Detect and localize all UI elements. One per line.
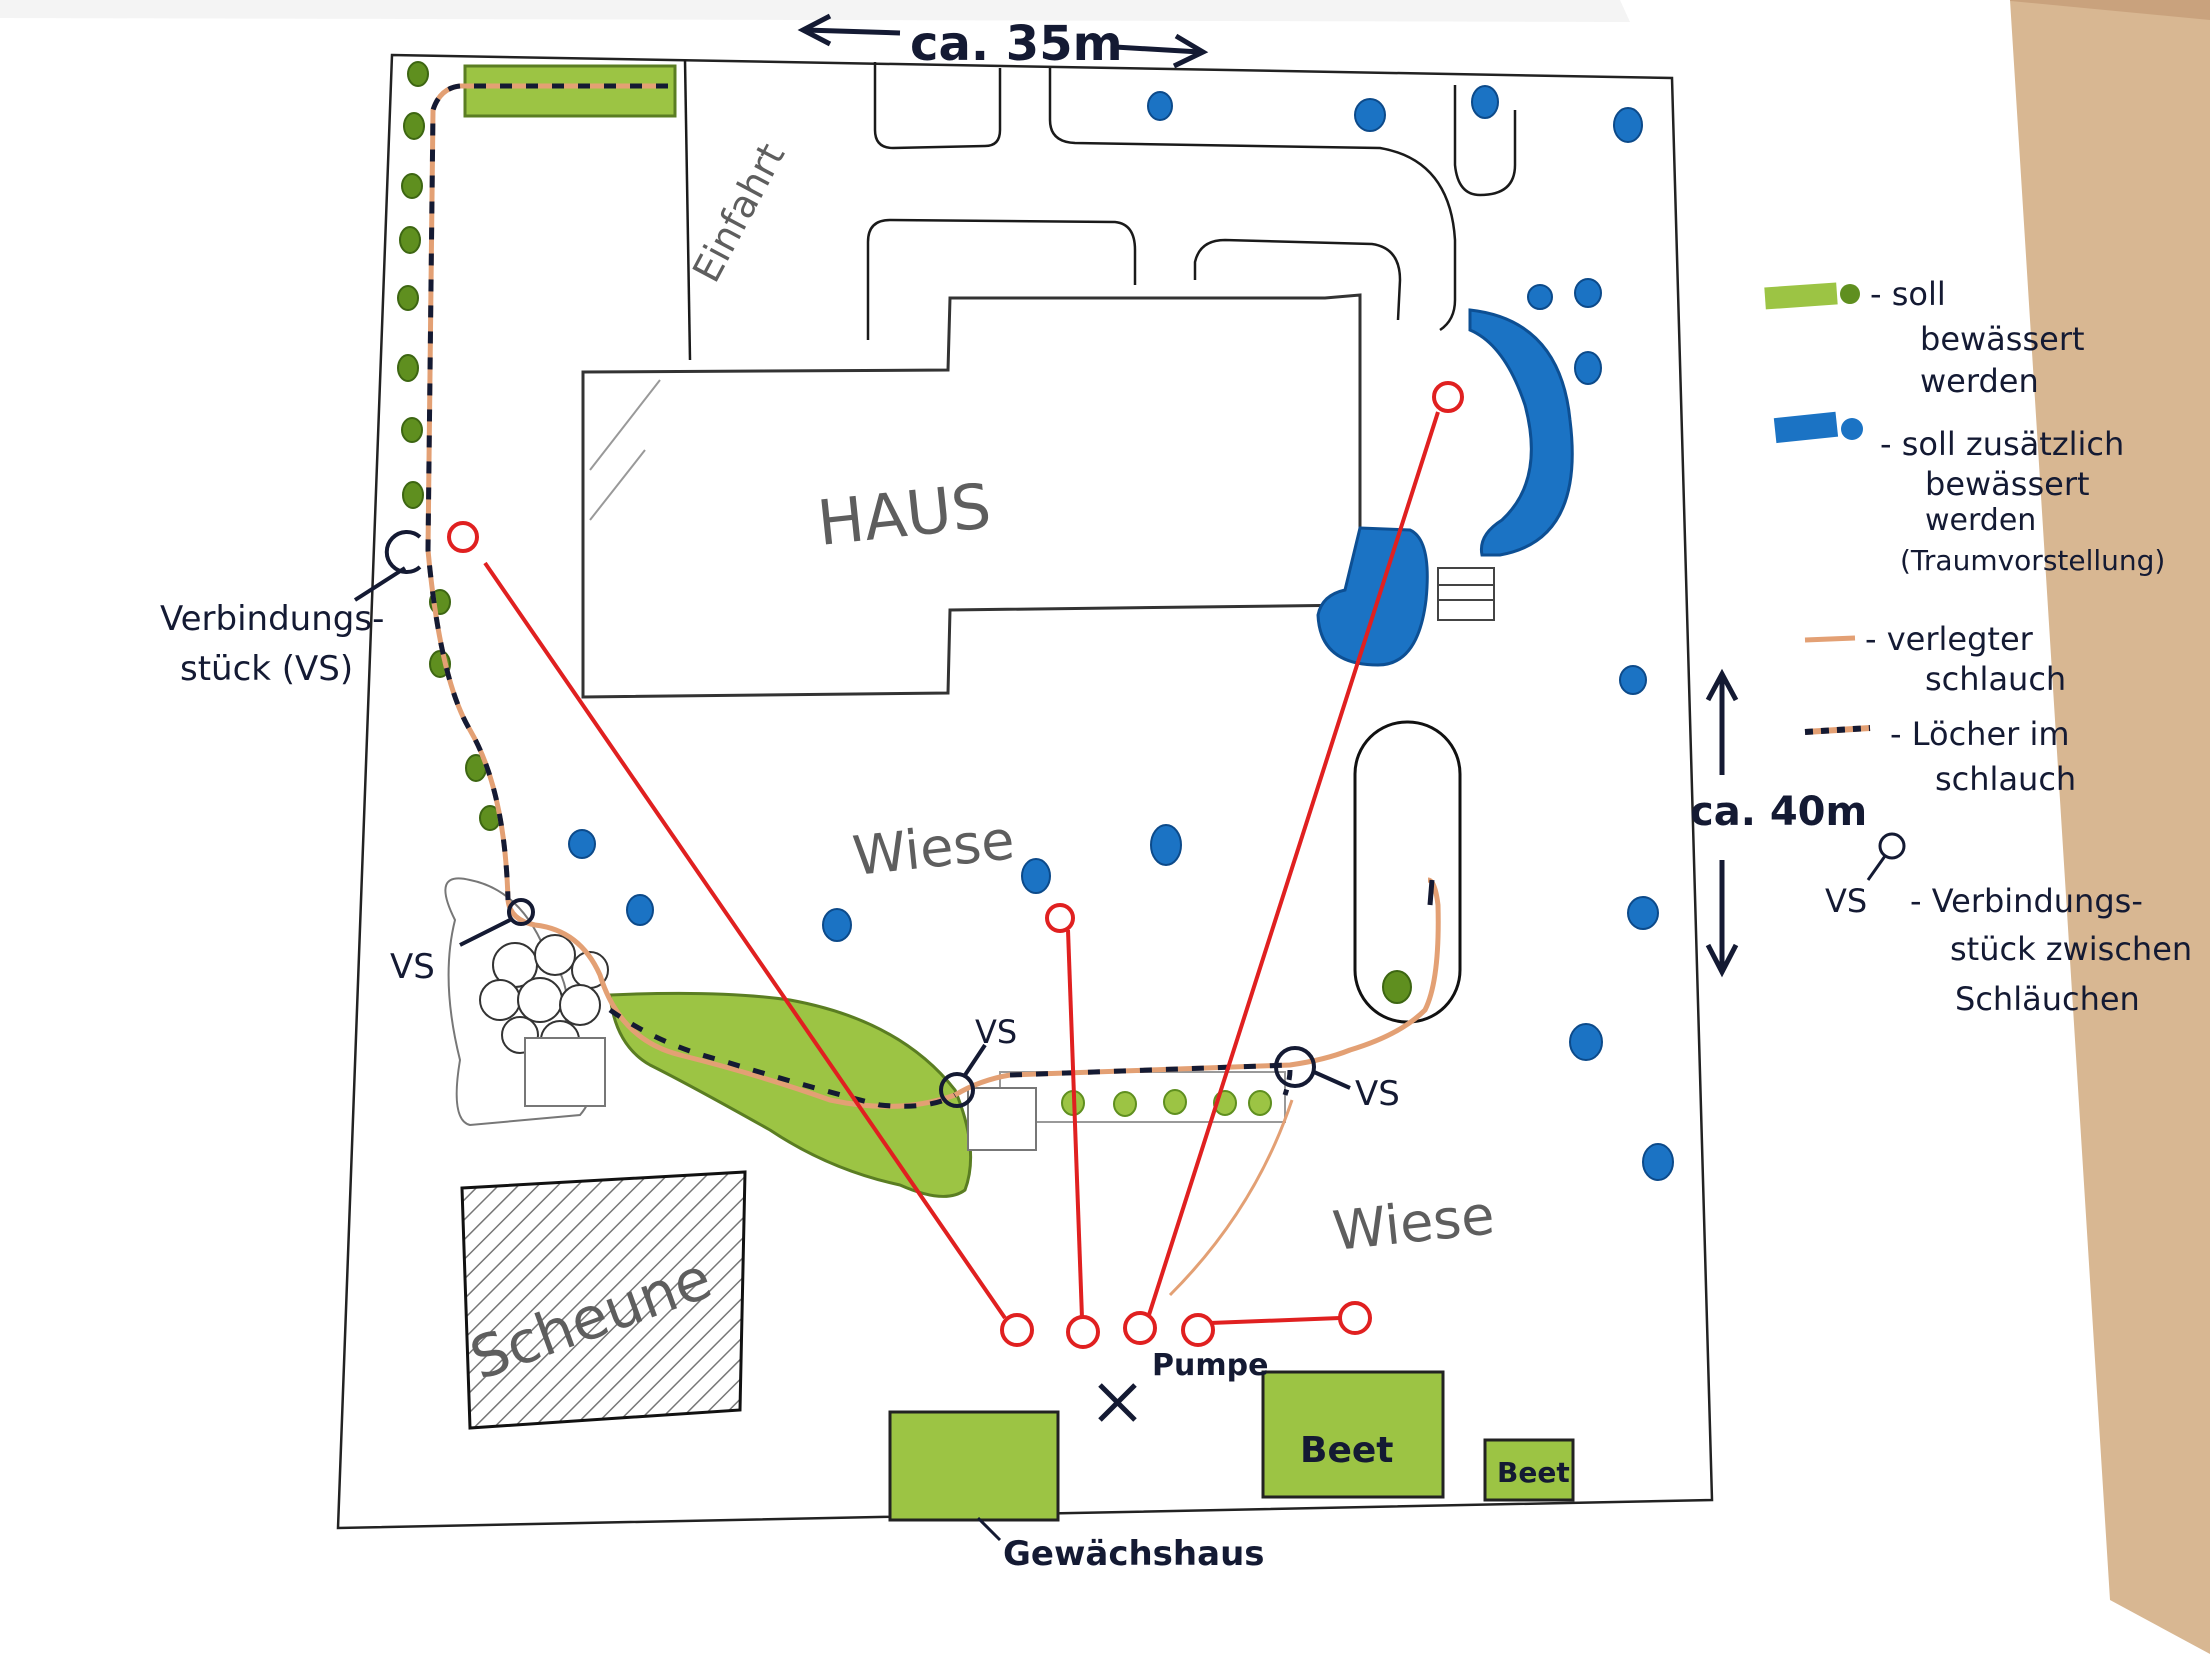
legend-holes-line2: schlauch — [1935, 760, 2076, 798]
hose-to-pump — [1168, 1099, 1294, 1297]
greenhouse-label: Gewächshaus — [1003, 1534, 1265, 1574]
hose-holes-path — [1009, 1062, 1291, 1078]
property-boundary — [336, 53, 1714, 1530]
legend-vs-line2: stück zwischen — [1950, 930, 2192, 968]
vs-connector-patio — [507, 898, 535, 926]
legend-holes-swatch — [1804, 725, 1871, 735]
blue-area-east — [1468, 308, 1574, 557]
red-marker-west — [447, 521, 479, 553]
legend-hose-line1: - verlegter — [1865, 620, 2034, 658]
legend-green-dot — [1840, 284, 1860, 304]
green-bed-curved — [608, 991, 973, 1198]
barn: Scheune — [460, 1170, 747, 1430]
width-label: ca. 35m — [910, 16, 1123, 72]
blue-area-terrace — [1316, 526, 1429, 667]
legend-blue-swatch — [1773, 411, 1839, 444]
legend-vs-line3: Schläuchen — [1955, 980, 2140, 1018]
vs-label-west-line2: stück (VS) — [180, 649, 353, 689]
vs-label-west-line1: Verbindungs- — [160, 599, 384, 639]
vs-label-bed: VS — [975, 1013, 1017, 1051]
red-marker-lawn — [1045, 903, 1075, 933]
paper-top-fold — [0, 0, 1630, 22]
driveway-outlines — [683, 59, 1517, 361]
vs-connector-west — [384, 530, 422, 574]
legend-holes-line1: - Löcher im — [1890, 715, 2070, 753]
hose-laid — [425, 83, 1441, 1109]
legend-vs-symbol-label: VS — [1825, 882, 1867, 920]
legend-blue-line3: werden — [1925, 503, 2036, 538]
greenhouse — [888, 1410, 1060, 1522]
vs-label-patio: VS — [390, 947, 435, 987]
legend-hose-swatch — [1804, 635, 1856, 643]
steps-left — [524, 1037, 606, 1107]
steps-house — [1437, 567, 1495, 621]
house: HAUS — [581, 293, 1362, 699]
left-green-dots — [397, 61, 501, 831]
red-marker-east — [1432, 381, 1464, 413]
red-annotations — [447, 381, 1464, 1349]
red-marker-pump-1 — [1000, 1313, 1034, 1347]
path-strip — [999, 1071, 1286, 1123]
legend-vs-line1: - Verbindungs- — [1910, 882, 2143, 920]
legend-blue-line1: - soll zusätzlich — [1880, 425, 2124, 463]
vs-label-path: VS — [1355, 1074, 1400, 1114]
bed-small — [1483, 1438, 1575, 1502]
red-marker-bed — [1338, 1301, 1372, 1335]
bed-large — [1261, 1370, 1445, 1499]
legend-blue-dot — [1841, 418, 1863, 440]
pump-mark — [1098, 1383, 1137, 1422]
hose-holes-bed — [608, 1007, 957, 1109]
vs-connector-bed — [939, 1072, 975, 1108]
red-marker-pump-2 — [1066, 1315, 1100, 1349]
width-dimension: ca. 35m — [797, 13, 1209, 72]
legend: - soll bewässert werden - soll zusätzlic… — [1764, 275, 2192, 1018]
bed-large-label: Beet — [1300, 1430, 1393, 1471]
legend-green-swatch — [1764, 282, 1838, 310]
height-label: ca. 40m — [1690, 789, 1867, 835]
legend-green-line1: - soll — [1870, 275, 1946, 313]
green-bed-north — [463, 64, 677, 118]
legend-hose-line2: schlauch — [1925, 660, 2066, 698]
bed-small-label: Beet — [1497, 1456, 1570, 1489]
steps-middle — [967, 1087, 1037, 1151]
house-label: HAUS — [814, 469, 994, 560]
connectors — [353, 530, 1351, 1108]
pump-label: Pumpe — [1152, 1348, 1268, 1383]
legend-green-line3: werden — [1920, 362, 2039, 400]
height-dimension: ca. 40m — [1690, 668, 1867, 978]
red-marker-pump-4 — [1181, 1313, 1215, 1347]
red-marker-pump-3 — [1123, 1311, 1157, 1345]
legend-vs-symbol — [1878, 832, 1906, 860]
legend-blue-line2: bewässert — [1925, 465, 2090, 503]
vs-connector-path — [1274, 1046, 1316, 1088]
legend-green-line2: bewässert — [1920, 320, 2085, 358]
legend-blue-line4: (Traumvorstellung) — [1900, 544, 2165, 577]
oval-bed-green-dot — [1382, 970, 1412, 1004]
